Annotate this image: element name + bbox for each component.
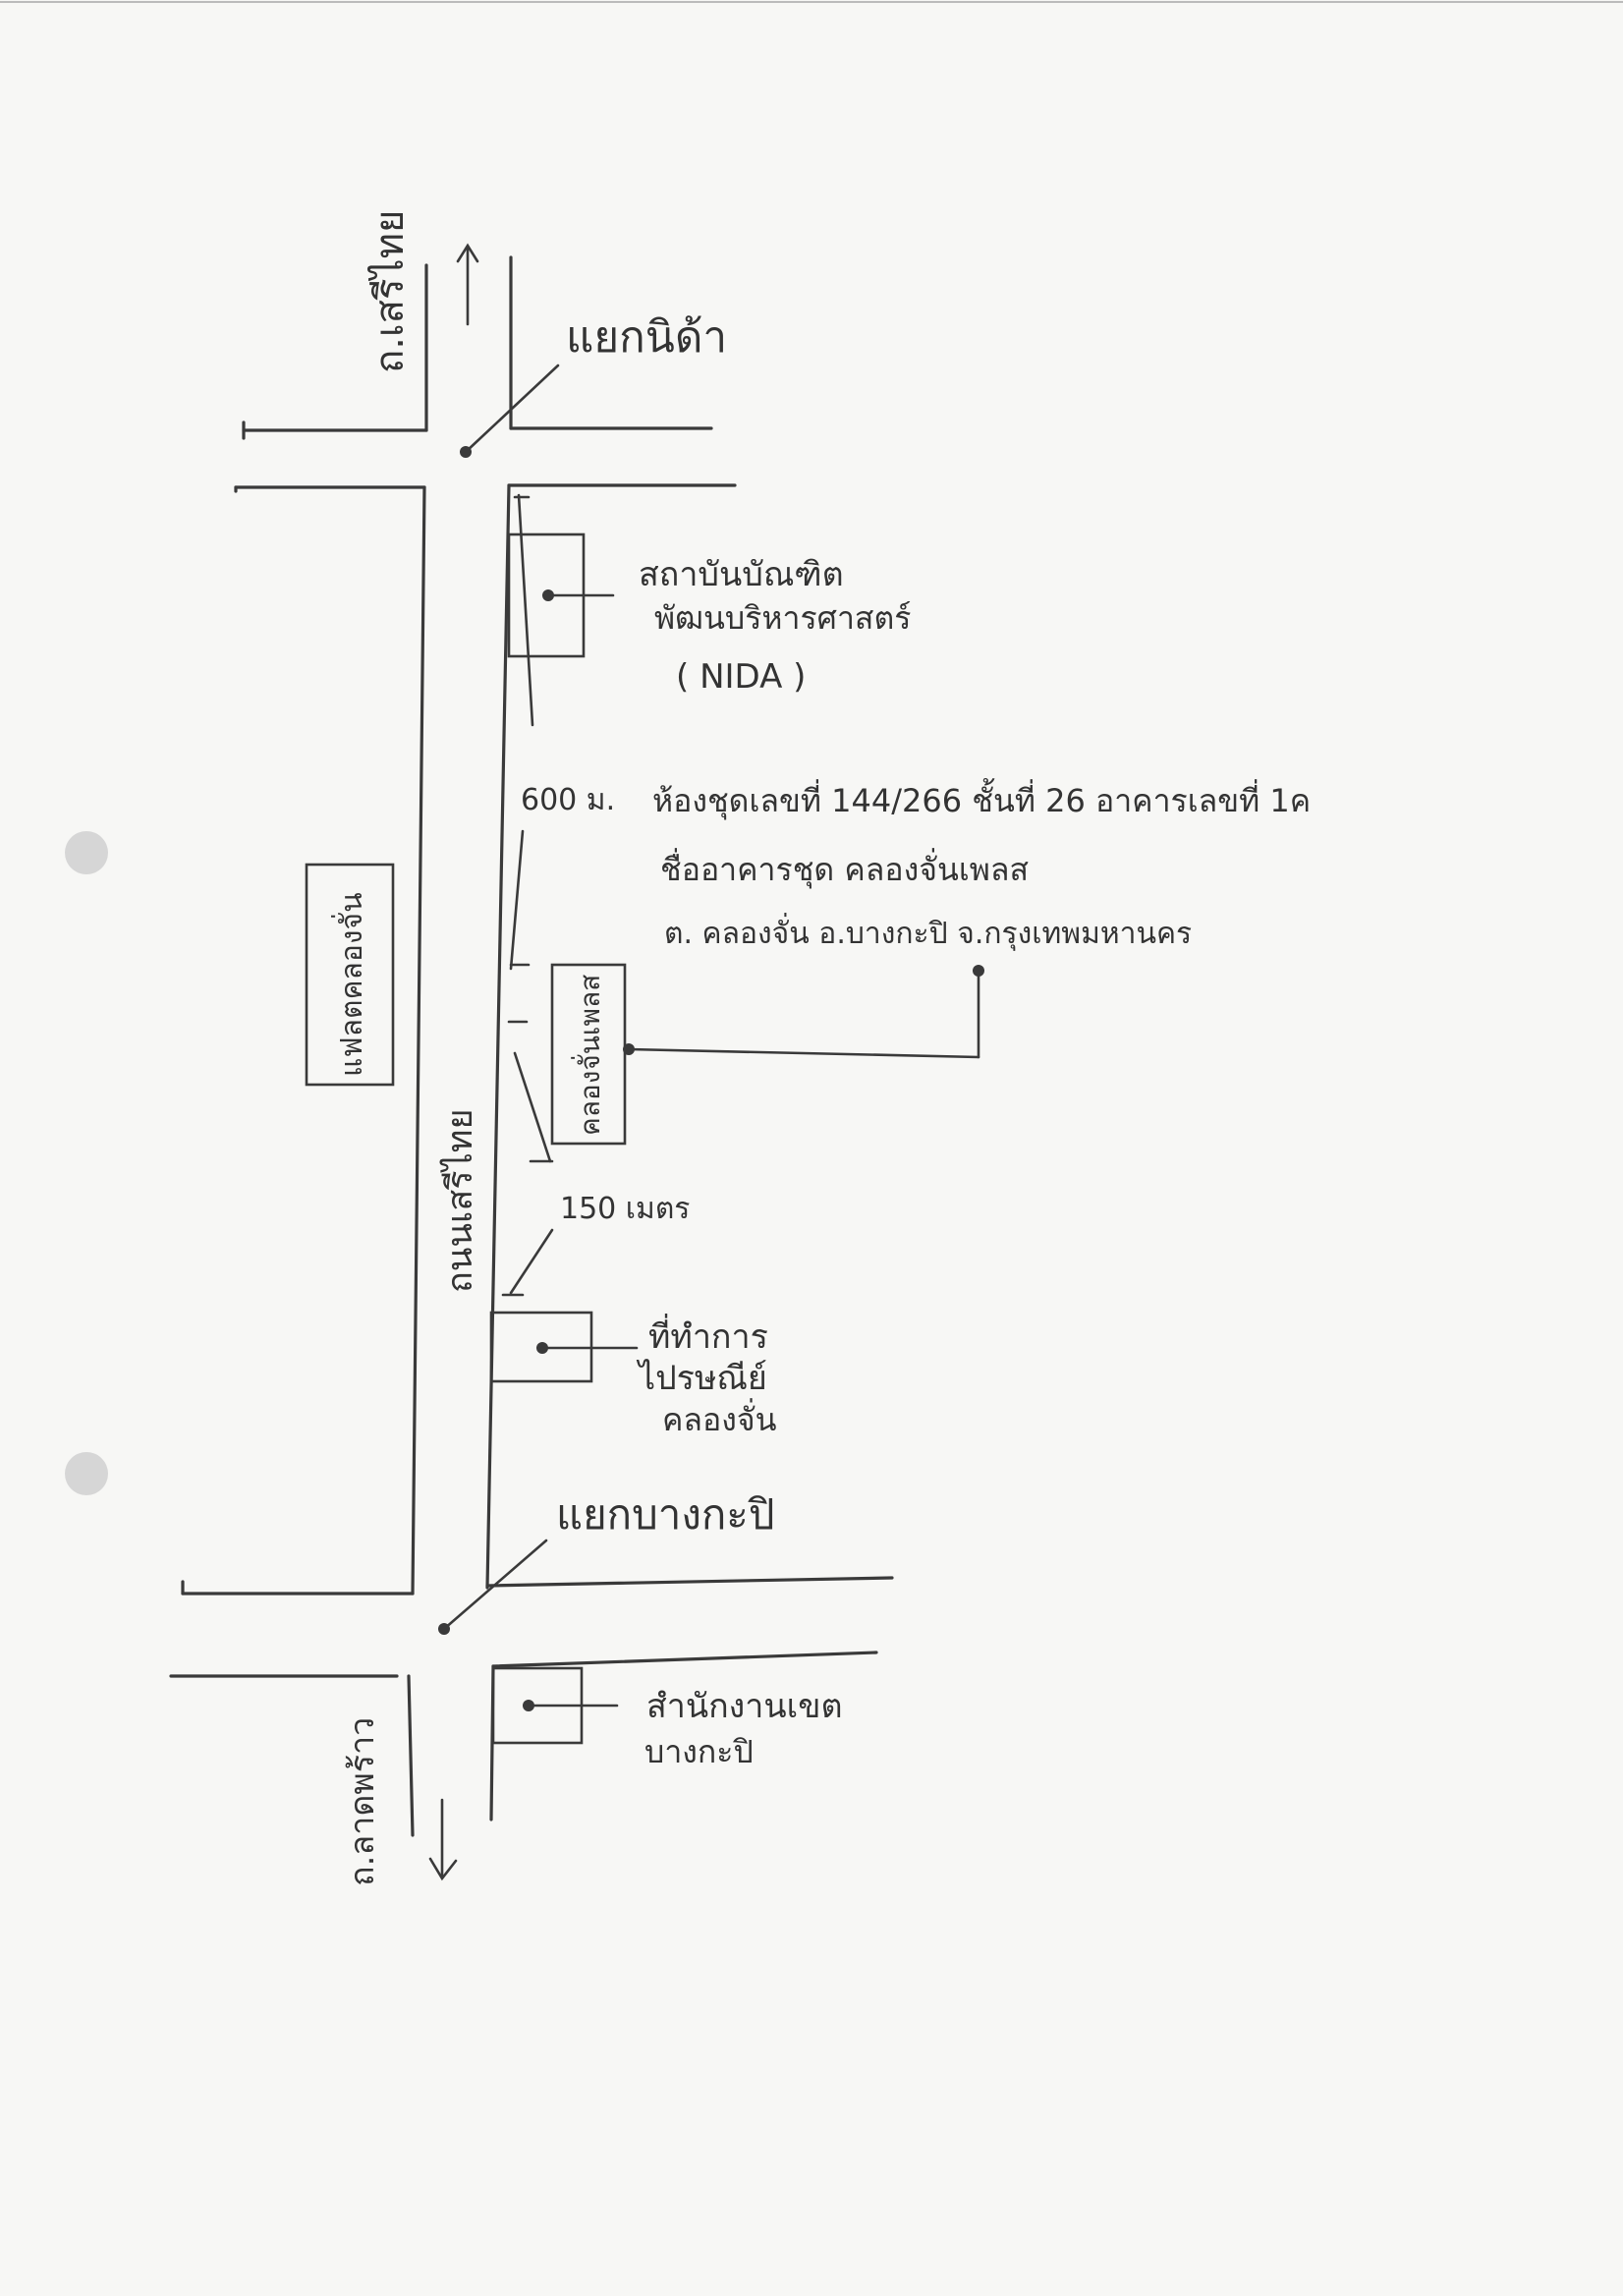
north-road-label: ถ.เสรีไทย: [367, 210, 413, 373]
address-line2: ชื่ออาคารชุด คลองจั่นเพลส: [660, 848, 1029, 889]
bangkapi-cross-road-right-bottom: [491, 1651, 878, 1668]
arrow-down-icon: [428, 1798, 458, 1881]
bangkapi-intersection-label: แยกบางกะปิ: [556, 1490, 775, 1539]
distance-600m-label: 600 ม.: [521, 783, 615, 817]
distance-150m-label: 150 เมตร: [560, 1192, 690, 1226]
address-line1: ห้องชุดเลขที่ 144/266 ชั้นที่ 26 อาคารเล…: [652, 778, 1311, 820]
post-office-line2: ไปรษณีย์: [636, 1359, 767, 1398]
district-office-line1: สำนักงานเขต: [646, 1687, 843, 1726]
nida-intersection-pointer: [460, 364, 560, 458]
main-road-label: ถนนเสรีไทย: [439, 1108, 480, 1293]
main-road-right-edge: [485, 483, 511, 1590]
nida-name-line1: สถาบันบัณฑิต: [639, 555, 844, 594]
nida-name-line3: ( NIDA ): [676, 657, 806, 697]
south-road-label: ถ.ลาดพร้าว: [343, 1717, 382, 1886]
klongchan-flat-label: แฟลตคลองจั่น: [331, 892, 369, 1077]
nida-building: [507, 493, 615, 727]
arrow-up-icon: [456, 243, 479, 326]
district-office-line2: บางกะปิ: [644, 1733, 754, 1770]
nida-name-line2: พัฒนบริหารศาสตร์: [654, 599, 911, 637]
main-road-left-edge: [411, 485, 426, 1596]
post-office-line1: ที่ทำการ: [648, 1314, 768, 1357]
district-office-building: [491, 1666, 619, 1745]
location-dot-icon: [438, 1623, 450, 1635]
bangkapi-cross-road-right-top: [485, 1576, 894, 1588]
klongchan-place-building: [507, 963, 984, 1163]
post-office-building: [489, 1311, 639, 1383]
post-office-line3: คลองจั่น: [662, 1398, 777, 1438]
nida-intersection-label: แยกนิด้า: [566, 312, 727, 363]
binder-hole-bottom: [65, 1452, 108, 1495]
binder-hole-top: [65, 831, 108, 874]
location-dot-icon: [460, 446, 472, 458]
distance-150m-marker: [501, 1228, 554, 1297]
south-road-left-edge: [407, 1674, 415, 1837]
address-line3: ต. คลองจั่น อ.บางกะปิ จ.กรุงเทพมหานคร: [664, 913, 1192, 952]
bangkapi-intersection-pointer: [438, 1539, 548, 1635]
klongchan-flat-box: [305, 863, 395, 1087]
klongchan-place-label: คลองจั่นเพลส: [571, 975, 606, 1136]
distance-600m-marker: [509, 829, 531, 971]
